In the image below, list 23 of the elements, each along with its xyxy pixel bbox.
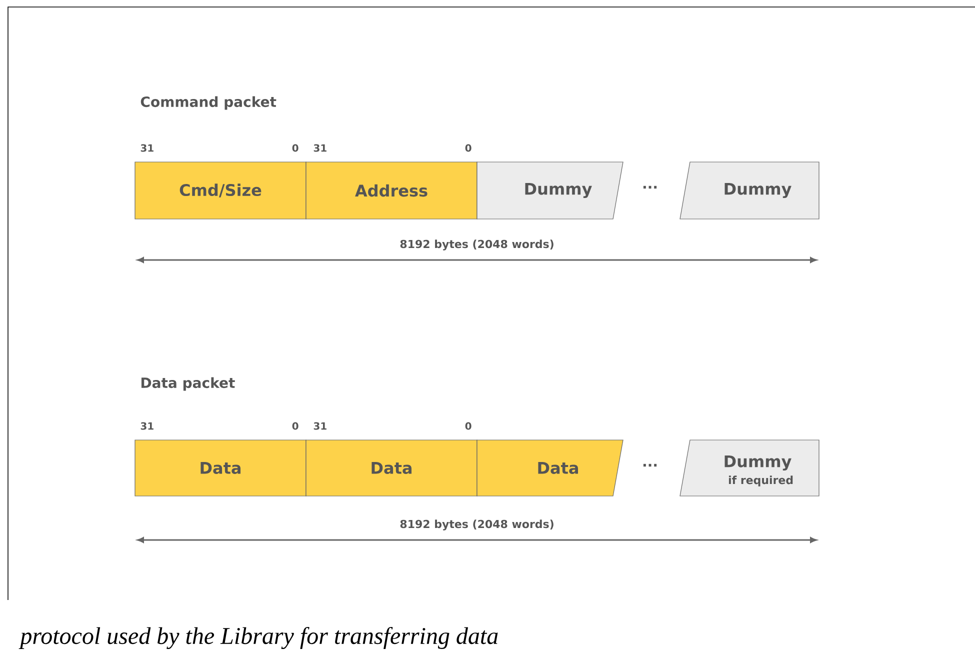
bit-number: 0 (465, 422, 472, 430)
packet-field: Dummy (476, 162, 624, 220)
packet-field: Dummy if required (680, 440, 820, 496)
packet-field: Data (306, 440, 478, 496)
bit-number: 31 (140, 422, 154, 430)
bit-number: 31 (314, 144, 326, 152)
bit-number: 0 (292, 144, 298, 152)
bit-number: 0 (465, 144, 472, 152)
caption: protocol used by the Library for transferring data (18, 626, 498, 650)
packet-field: Data (476, 440, 624, 496)
ellipsis: ··· (643, 186, 657, 189)
dimension-label: 8192 bytes (2048 words) (400, 240, 554, 250)
section-heading: Command packet (140, 96, 276, 110)
packet-field: Dummy (680, 162, 820, 220)
packet-field: Address (306, 162, 478, 220)
ellipsis: ··· (643, 464, 657, 467)
bit-number: 31 (314, 422, 326, 430)
packet-field: Cmd/Size (134, 162, 306, 220)
section-heading: Data packet (142, 377, 235, 391)
bit-number: 0 (292, 422, 298, 430)
dimension-label: 8192 bytes (2048 words) (400, 520, 554, 530)
bit-number: 31 (140, 144, 154, 152)
packet-field: Data (134, 440, 306, 496)
